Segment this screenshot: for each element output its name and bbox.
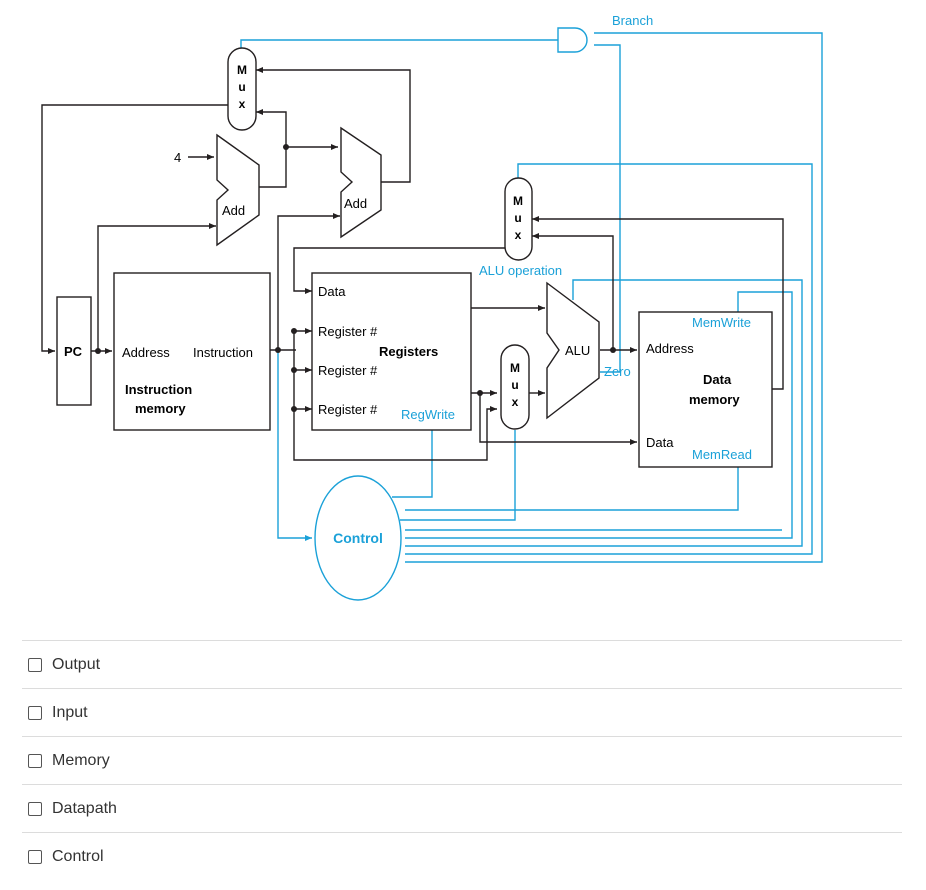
datapath-wires	[41, 67, 784, 461]
svg-text:Register #: Register #	[318, 402, 378, 417]
option-output[interactable]: Output	[22, 640, 902, 688]
constant-four: 4	[174, 150, 181, 165]
option-label: Datapath	[52, 799, 117, 817]
svg-text:x: x	[239, 97, 246, 111]
checkbox[interactable]	[28, 849, 42, 864]
branch-and-gate	[557, 27, 588, 53]
svg-text:u: u	[514, 211, 521, 225]
option-control[interactable]: Control	[22, 832, 902, 880]
register-file: Data Register # Register # Register # Re…	[311, 272, 472, 431]
pc-register: PC	[56, 296, 92, 406]
option-datapath[interactable]: Datapath	[22, 784, 902, 832]
svg-text:Control: Control	[333, 530, 383, 546]
option-label: Control	[52, 847, 104, 865]
svg-text:Address: Address	[646, 341, 694, 356]
zero-label: Zero	[604, 364, 631, 379]
memtoreg-mux: M u x	[504, 177, 533, 261]
svg-text:Instruction: Instruction	[193, 345, 253, 360]
branch-adder: Add	[340, 126, 382, 239]
svg-text:PC: PC	[64, 344, 83, 359]
control-wires	[240, 32, 823, 563]
option-memory[interactable]: Memory	[22, 736, 902, 784]
alu: ALU Zero	[546, 281, 631, 420]
checkbox[interactable]	[28, 657, 42, 672]
option-label: Memory	[52, 751, 110, 769]
svg-text:Register #: Register #	[318, 363, 378, 378]
svg-text:x: x	[515, 228, 522, 242]
svg-text:M: M	[237, 63, 247, 77]
svg-text:Data: Data	[646, 435, 674, 450]
svg-text:Data: Data	[318, 284, 346, 299]
option-label: Output	[52, 655, 101, 673]
svg-text:Instruction: Instruction	[125, 382, 192, 397]
alu-operation-label: ALU operation	[479, 263, 562, 278]
control-unit: Control	[314, 475, 402, 601]
option-input[interactable]: Input	[22, 688, 902, 736]
checkbox[interactable]	[28, 801, 42, 816]
data-memory: MemWrite Address Data memory Data MemRea…	[638, 311, 773, 468]
option-label: Input	[52, 703, 88, 721]
svg-text:u: u	[511, 378, 518, 392]
memread-label: MemRead	[692, 447, 752, 462]
svg-text:M: M	[513, 194, 523, 208]
svg-text:M: M	[510, 361, 520, 375]
svg-text:Address: Address	[122, 345, 170, 360]
svg-text:Registers: Registers	[379, 344, 438, 359]
pc-adder: Add	[216, 133, 260, 247]
svg-text:Add: Add	[222, 203, 245, 218]
svg-text:ALU: ALU	[565, 343, 590, 358]
branch-label: Branch	[612, 13, 653, 28]
svg-text:u: u	[238, 80, 245, 94]
alusrc-mux: M u x	[500, 344, 530, 430]
svg-text:x: x	[512, 395, 519, 409]
checkbox[interactable]	[28, 753, 42, 768]
datapath-diagram: Branch M u x Add 4 Add PC Address Instru…	[41, 13, 823, 601]
regwrite-label: RegWrite	[401, 407, 455, 422]
instruction-memory: Address Instruction Instruction memory	[113, 272, 271, 431]
answer-options: Output Input Memory Datapath Control	[22, 640, 902, 880]
svg-text:Add: Add	[344, 196, 367, 211]
checkbox[interactable]	[28, 705, 42, 720]
svg-text:Register #: Register #	[318, 324, 378, 339]
svg-text:memory: memory	[135, 401, 186, 416]
memwrite-label: MemWrite	[692, 315, 751, 330]
junction-dots	[95, 144, 616, 412]
svg-text:Data: Data	[703, 372, 732, 387]
pc-source-mux: M u x	[227, 47, 257, 131]
svg-text:memory: memory	[689, 392, 740, 407]
